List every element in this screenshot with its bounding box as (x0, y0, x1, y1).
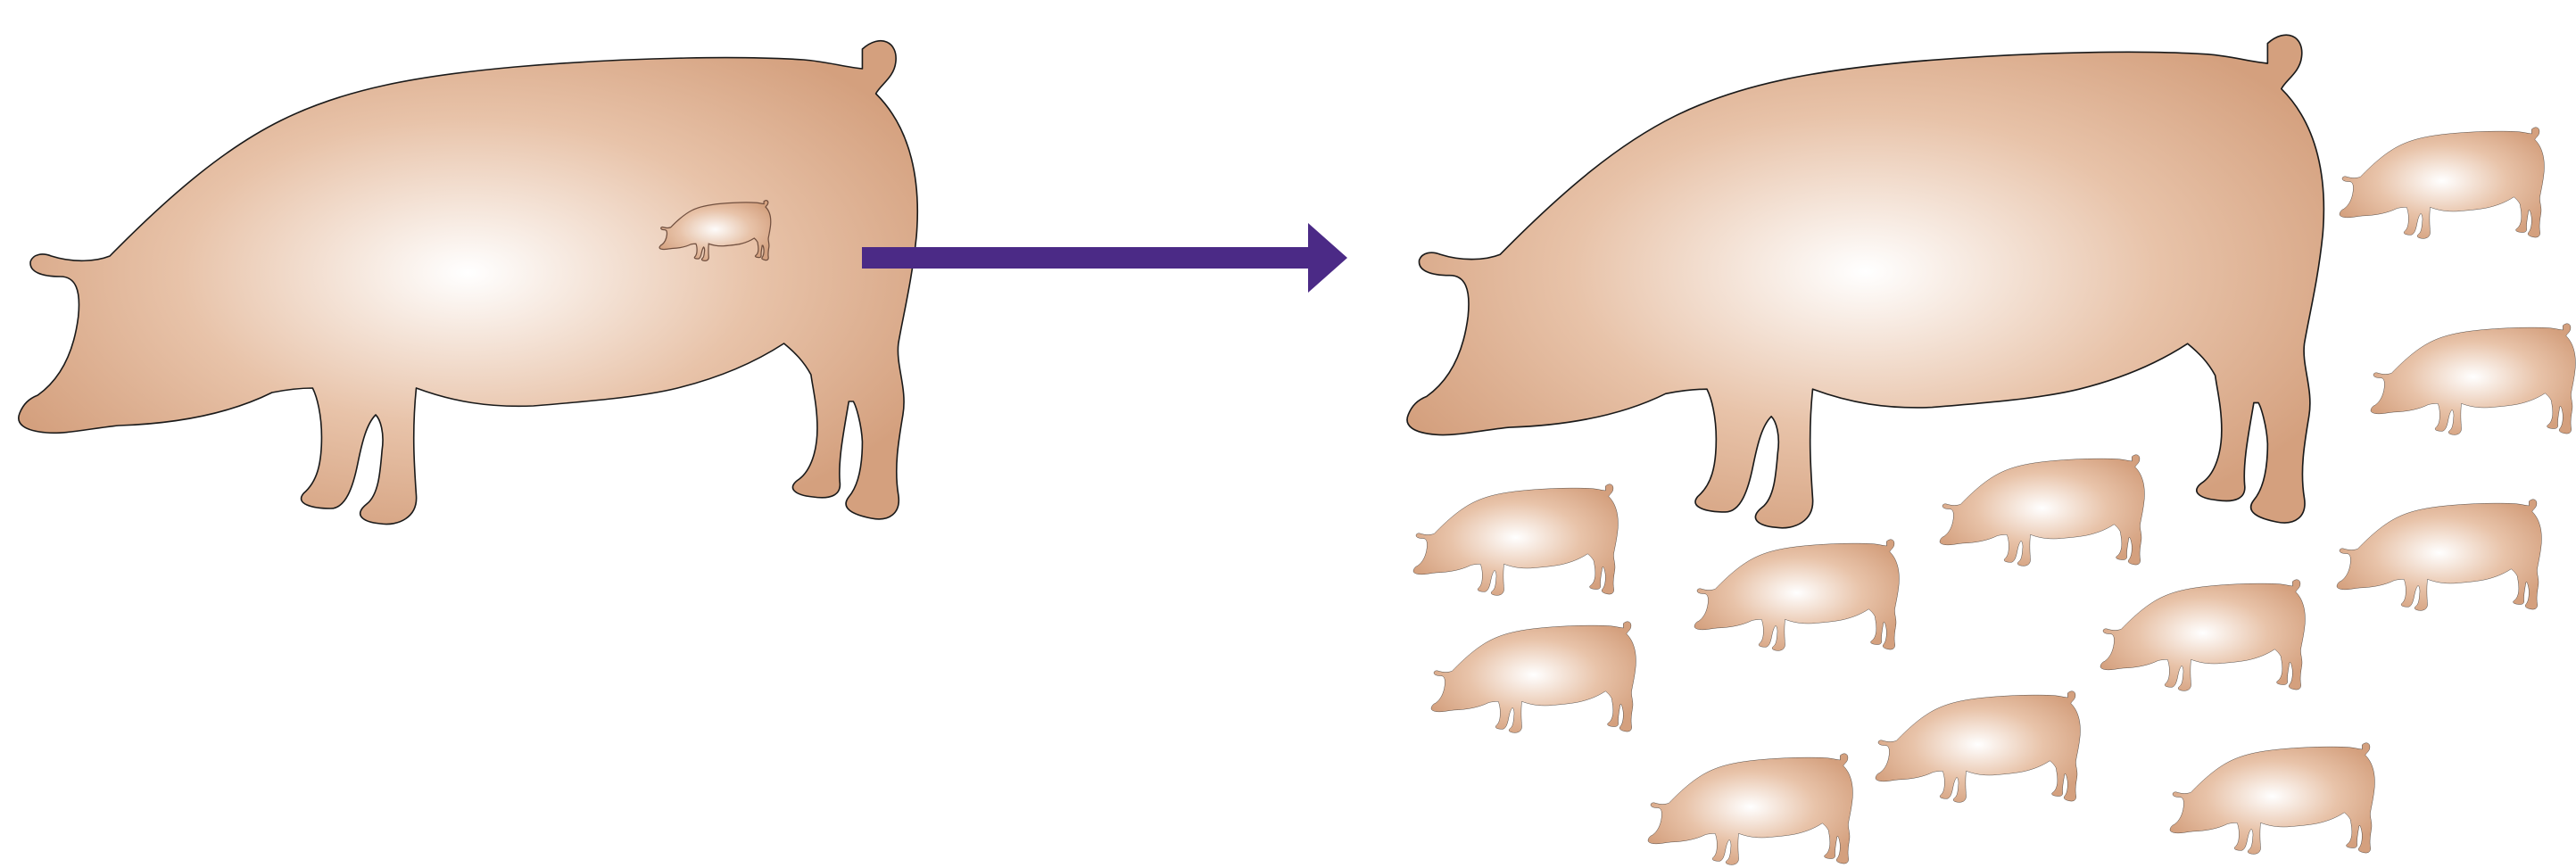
piglet (1413, 484, 1618, 596)
piglet (1431, 622, 1636, 733)
piglet (1694, 540, 1899, 651)
sow (1407, 35, 2323, 528)
piglet (2170, 743, 2374, 855)
piglet (2340, 128, 2544, 239)
arrow-head (1308, 223, 1347, 293)
piglet (2337, 500, 2541, 611)
pregnant-sow (19, 41, 917, 525)
piglet (2371, 324, 2575, 435)
transition-arrow (862, 223, 1347, 293)
piglet (1876, 691, 2080, 803)
arrow-shaft (862, 247, 1313, 269)
piglet (2100, 580, 2305, 691)
piglet (1940, 455, 2144, 566)
piglet (1648, 754, 1852, 865)
